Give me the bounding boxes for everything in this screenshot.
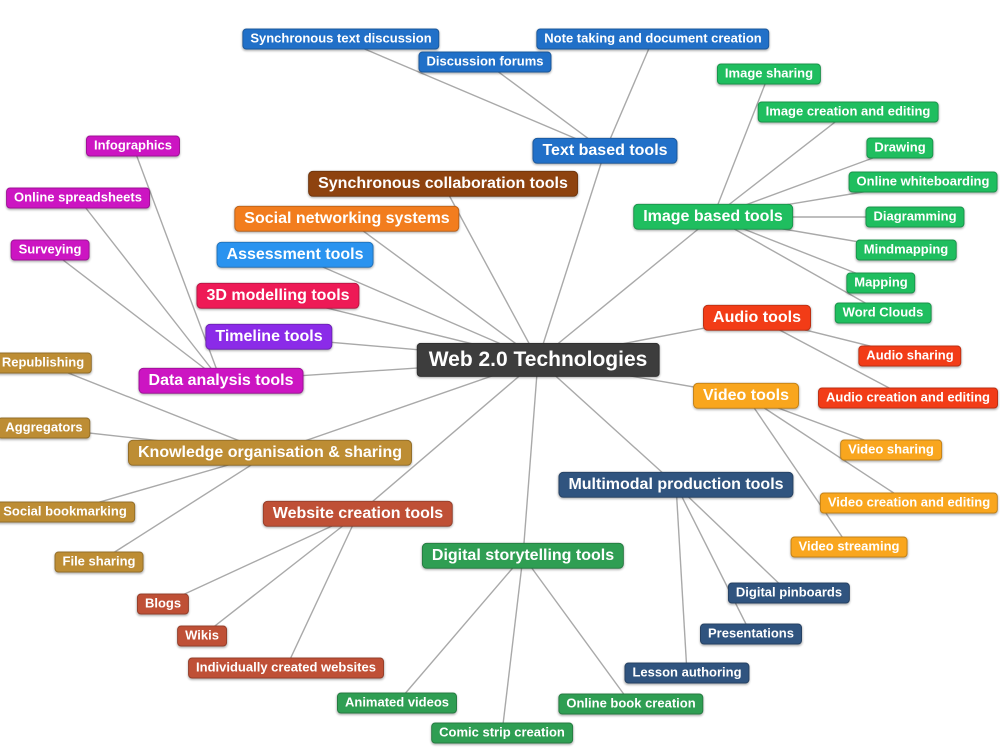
node-mapping: Mapping bbox=[846, 272, 916, 294]
edge-line bbox=[675, 484, 688, 674]
edge-line bbox=[675, 484, 790, 594]
node-file-sharing: File sharing bbox=[54, 551, 144, 573]
edge-line bbox=[285, 513, 359, 669]
node-republishing: Republishing bbox=[0, 352, 93, 374]
node-presentations: Presentations bbox=[700, 623, 802, 645]
node-audio-creation-and-editing: Audio creation and editing bbox=[818, 387, 998, 409]
node-image-sharing: Image sharing bbox=[716, 63, 822, 85]
node-digital-storytelling-tools: Digital storytelling tools bbox=[421, 542, 625, 570]
edge-line bbox=[745, 395, 910, 504]
node-knowledge-organisation-and-sharing: Knowledge organisation & sharing bbox=[127, 439, 413, 467]
node-text-based-tools: Text based tools bbox=[532, 137, 678, 165]
edge-line bbox=[675, 484, 752, 635]
edge-line bbox=[340, 38, 606, 152]
edge-line bbox=[98, 452, 271, 563]
node-social-bookmarking: Social bookmarking bbox=[0, 501, 135, 523]
edge-line bbox=[537, 150, 606, 361]
node-assessment-tools: Assessment tools bbox=[216, 241, 374, 269]
edge-line bbox=[745, 395, 850, 548]
node-wikis: Wikis bbox=[177, 625, 227, 647]
node-individually-created-websites: Individually created websites bbox=[188, 657, 384, 679]
edge-line bbox=[294, 254, 539, 361]
node-blogs: Blogs bbox=[136, 593, 190, 615]
node-lesson-authoring: Lesson authoring bbox=[624, 662, 750, 684]
edge-line bbox=[712, 216, 884, 314]
node-image-based-tools: Image based tools bbox=[633, 203, 793, 231]
node-digital-pinboards: Digital pinboards bbox=[727, 582, 851, 604]
edge-line bbox=[756, 317, 909, 399]
node-synchronous-text-discussion: Synchronous text discussion bbox=[242, 28, 440, 50]
edge-line bbox=[522, 359, 539, 557]
edge-line bbox=[522, 555, 632, 705]
node-diagramming: Diagramming bbox=[865, 206, 965, 228]
node-aggregators: Aggregators bbox=[0, 417, 91, 439]
edge-line bbox=[484, 61, 606, 152]
node-social-networking-systems: Social networking systems bbox=[234, 205, 460, 233]
node-video-streaming: Video streaming bbox=[790, 536, 908, 558]
edge-line bbox=[162, 513, 359, 605]
edge-line bbox=[357, 359, 539, 515]
edge-line bbox=[77, 197, 222, 382]
node-mindmapping: Mindmapping bbox=[855, 239, 957, 261]
node-image-creation-and-editing: Image creation and editing bbox=[757, 101, 939, 123]
node-online-book-creation: Online book creation bbox=[558, 693, 704, 715]
node-infographics: Infographics bbox=[85, 135, 181, 157]
edge-line bbox=[201, 513, 359, 637]
node-discussion-forums: Discussion forums bbox=[418, 51, 552, 73]
node-video-sharing: Video sharing bbox=[840, 439, 942, 461]
node-video-tools: Video tools bbox=[693, 382, 799, 410]
edge-line bbox=[42, 362, 271, 454]
node-video-creation-and-editing: Video creation and editing bbox=[819, 492, 999, 514]
node-multimodal-production-tools: Multimodal production tools bbox=[558, 471, 794, 499]
edge-line bbox=[712, 111, 849, 218]
node-online-whiteboarding: Online whiteboarding bbox=[848, 171, 998, 193]
node-synchronous-collaboration-tools: Synchronous collaboration tools bbox=[308, 170, 578, 198]
edge-line bbox=[501, 555, 524, 734]
node-online-spreadsheets: Online spreadsheets bbox=[6, 187, 150, 209]
edge-line bbox=[537, 216, 714, 361]
node-timeline-tools: Timeline tools bbox=[205, 323, 333, 351]
node-3d-modelling-tools: 3D modelling tools bbox=[196, 282, 360, 310]
node-animated-videos: Animated videos bbox=[336, 692, 458, 714]
node-surveying: Surveying bbox=[10, 239, 90, 261]
node-note-taking-and-document-creation: Note taking and document creation bbox=[536, 28, 770, 50]
node-word-clouds: Word Clouds bbox=[834, 302, 932, 324]
edge-line bbox=[537, 359, 677, 486]
node-audio-tools: Audio tools bbox=[703, 304, 811, 332]
edge-line bbox=[49, 249, 222, 382]
node-website-creation-tools: Website creation tools bbox=[262, 500, 454, 528]
edge-line bbox=[712, 73, 770, 218]
edge-line bbox=[346, 218, 539, 361]
edge-line bbox=[396, 555, 524, 704]
node-audio-sharing: Audio sharing bbox=[858, 345, 962, 367]
node-drawing: Drawing bbox=[866, 137, 934, 159]
node-comic-strip-creation: Comic strip creation bbox=[431, 722, 573, 744]
edge-line bbox=[604, 38, 654, 152]
node-data-analysis-tools: Data analysis tools bbox=[138, 367, 304, 395]
node-web-20-technologies: Web 2.0 Technologies bbox=[416, 342, 660, 378]
